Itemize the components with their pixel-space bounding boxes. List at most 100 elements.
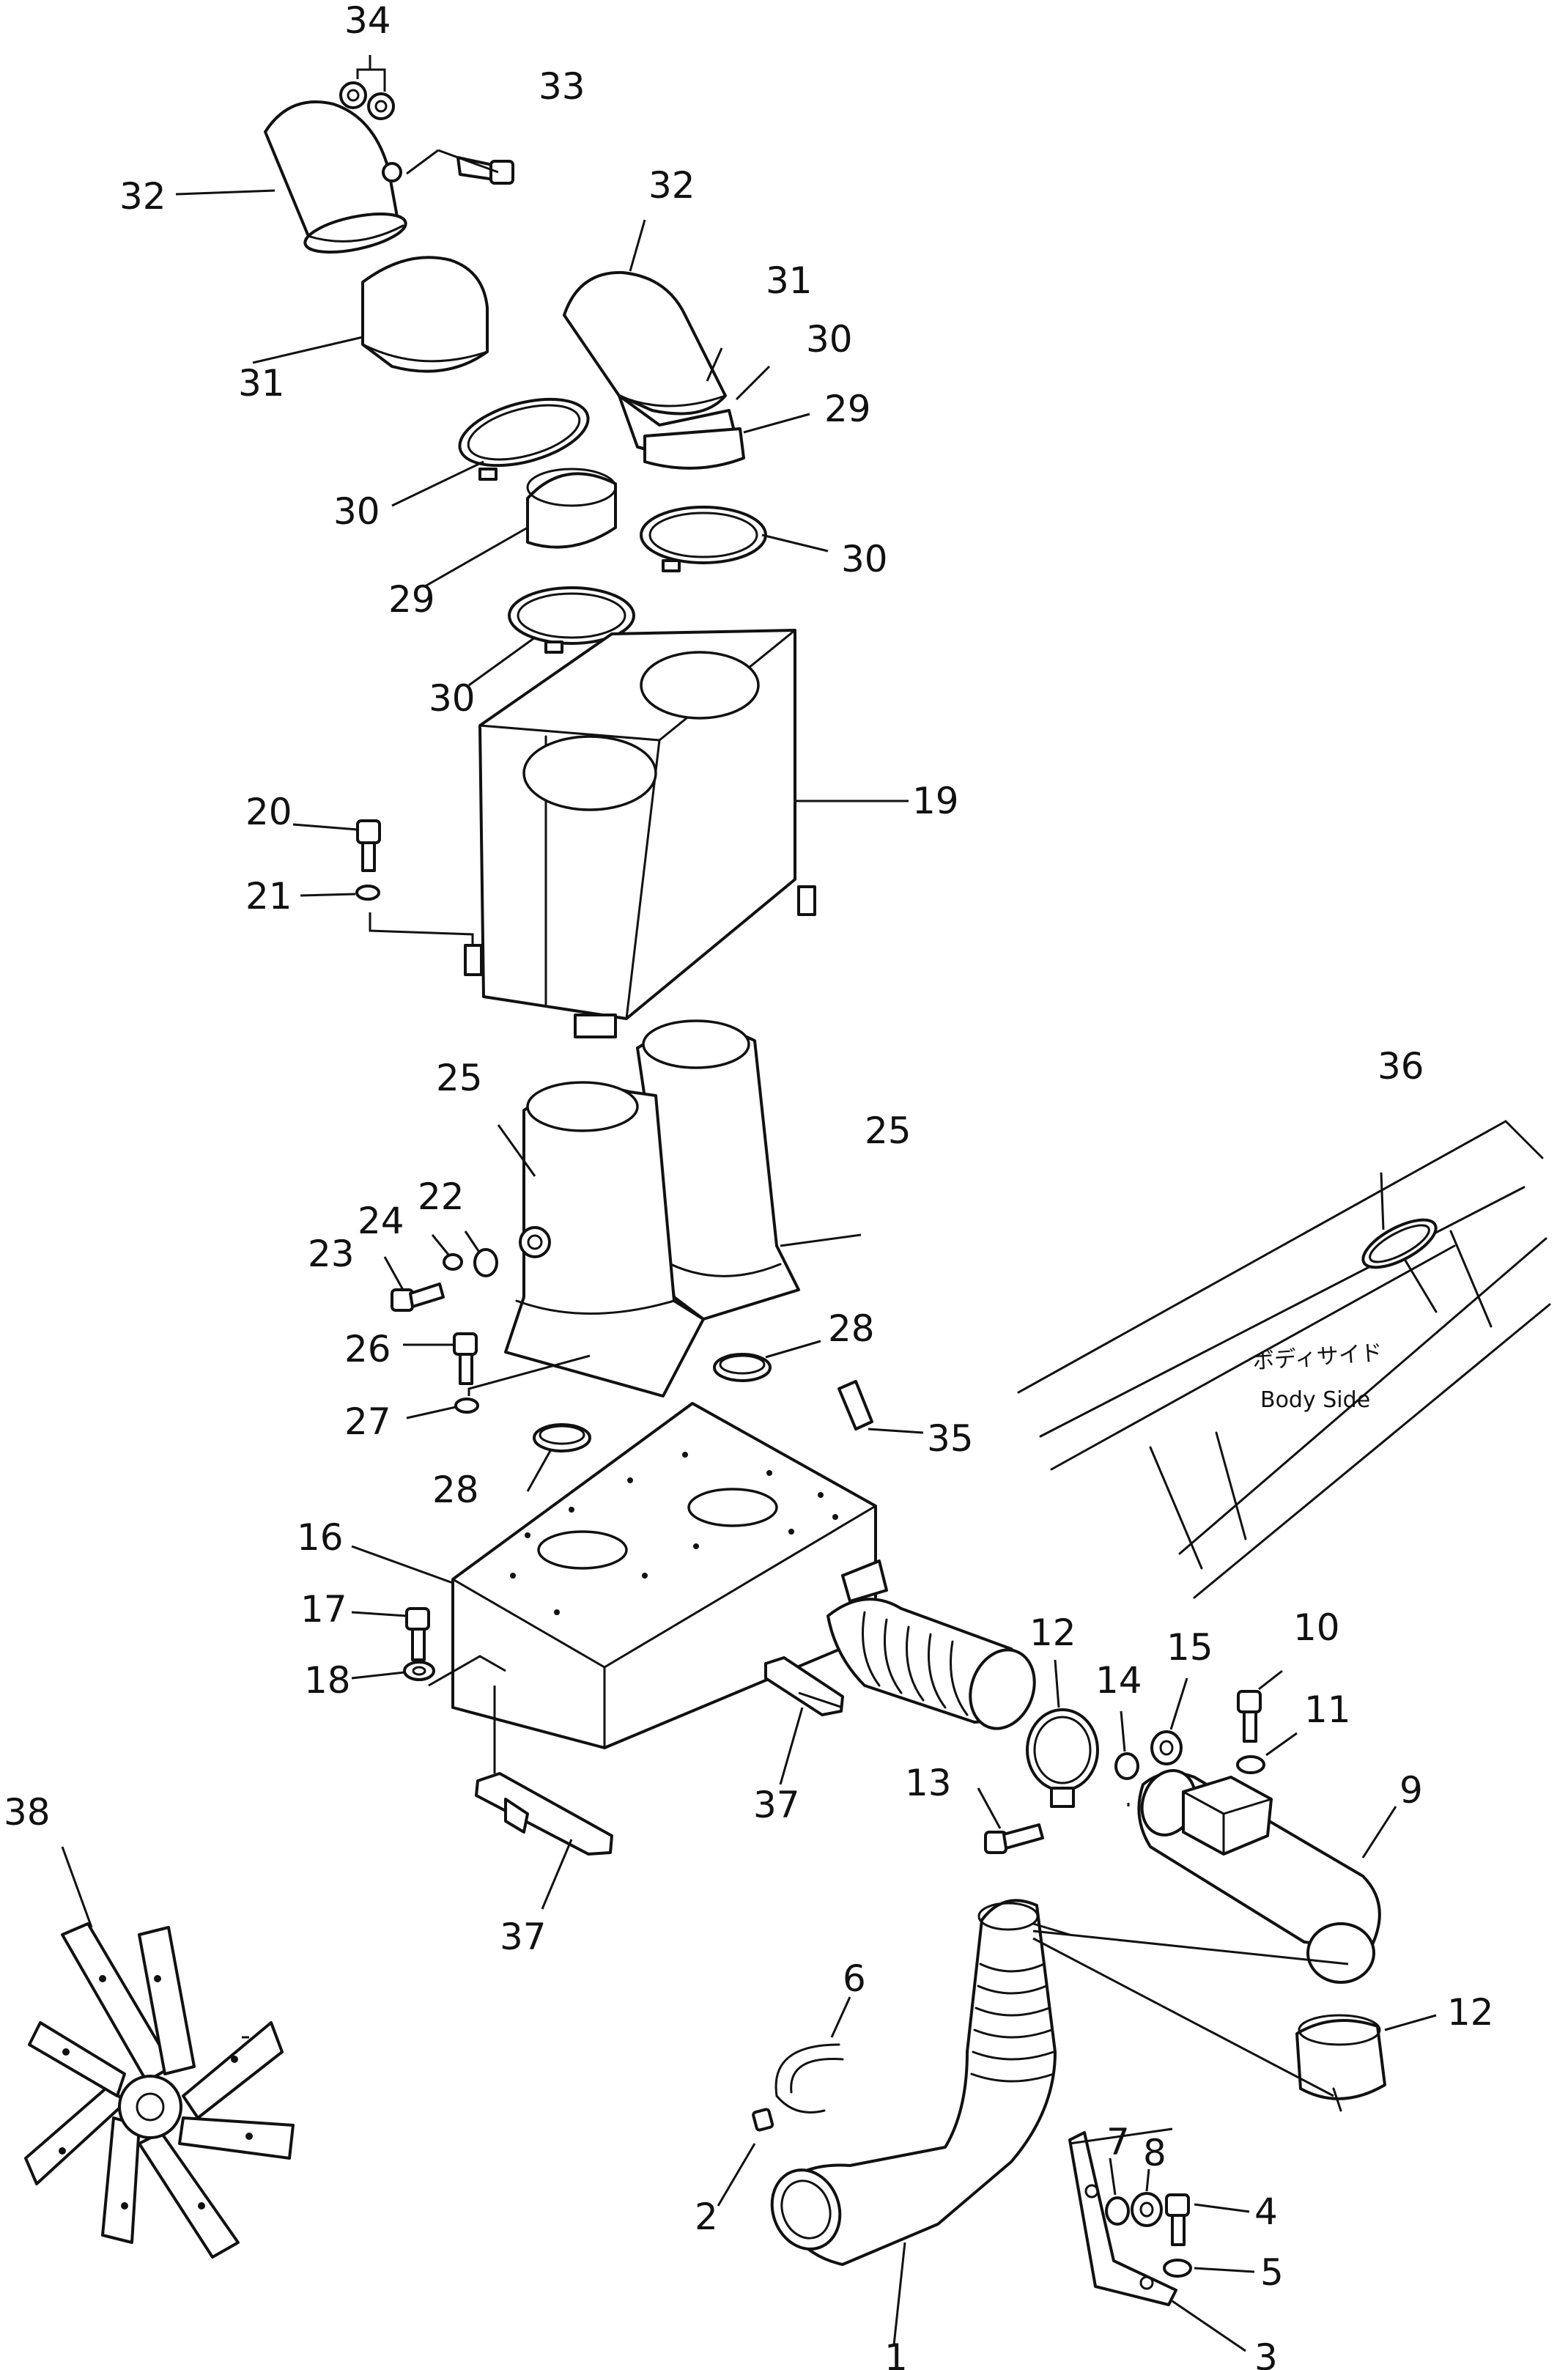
callout-11: 11 xyxy=(1304,1688,1351,1731)
ring-28-left xyxy=(533,1423,591,1452)
callout-3: 3 xyxy=(1254,2336,1278,2370)
body-side-label: ボディサイド Body Side xyxy=(1251,1340,1383,1413)
callout-31-right: 31 xyxy=(766,259,813,302)
callout-30-upper-right: 30 xyxy=(806,318,853,361)
washer-21 xyxy=(355,885,380,901)
callout-4: 4 xyxy=(1254,2190,1278,2233)
cyclone-body-right xyxy=(636,1019,800,1321)
callout-12-upper: 12 xyxy=(1029,1612,1076,1654)
gasket-22 xyxy=(473,1248,498,1277)
callout-29-right: 29 xyxy=(824,388,871,430)
callout-31-left: 31 xyxy=(238,362,285,405)
bracket-37-right xyxy=(764,1656,844,1716)
callout-30-upper-left: 30 xyxy=(333,490,380,533)
callout-37-right: 37 xyxy=(753,1784,800,1826)
callout-19: 19 xyxy=(912,780,959,822)
washer-11 xyxy=(1236,1755,1265,1774)
washer-7 xyxy=(1105,2196,1130,2226)
bolt-10 xyxy=(1237,1690,1262,1743)
callout-30-lower: 30 xyxy=(429,677,476,720)
washer-24 xyxy=(443,1253,463,1271)
washer-14 xyxy=(1114,1752,1139,1780)
band-clamp-12-lower xyxy=(1295,2014,1386,2112)
callout-15: 15 xyxy=(1166,1626,1213,1669)
nut-8 xyxy=(1131,2192,1163,2227)
callout-29-left: 29 xyxy=(388,578,435,621)
callout-12-lower: 12 xyxy=(1447,1991,1494,2034)
callout-22: 22 xyxy=(418,1175,465,1218)
callout-28-right: 28 xyxy=(828,1307,875,1350)
clamp-30-middle-right xyxy=(640,506,767,572)
elbow-pipe-9 xyxy=(1137,1769,1381,1984)
callout-20: 20 xyxy=(245,791,292,833)
callout-25-right: 25 xyxy=(865,1110,911,1152)
callout-25-left: 25 xyxy=(436,1057,483,1099)
clamp-30-lower xyxy=(508,586,635,654)
fan-rivets xyxy=(59,1975,253,2210)
callout-34: 34 xyxy=(344,0,391,42)
washer-27 xyxy=(454,1398,479,1414)
callout-2: 2 xyxy=(695,2196,718,2238)
cyclone-body-left xyxy=(504,1081,705,1398)
callout-6: 6 xyxy=(843,1957,866,2000)
seal-35 xyxy=(837,1380,873,1431)
bolt-23 xyxy=(391,1282,445,1312)
nut-15 xyxy=(1150,1730,1183,1765)
callout-5: 5 xyxy=(1260,2251,1284,2294)
bracket-3 xyxy=(1068,2131,1177,2306)
callout-26: 26 xyxy=(344,1328,391,1370)
callout-1: 1 xyxy=(884,2336,908,2370)
clamp-30-upper-left xyxy=(458,397,590,481)
cooling-fan-38 xyxy=(24,1922,295,2259)
bolt-4 xyxy=(1165,2193,1190,2246)
body-side-frame xyxy=(1017,1120,1551,1599)
callout-32-right: 32 xyxy=(648,164,695,207)
pre-cleaner-cap-right xyxy=(563,270,727,416)
bolt-13 xyxy=(984,1823,1044,1854)
intake-pipe-1 xyxy=(770,1899,1057,2266)
hose-29-right xyxy=(643,427,745,470)
callout-numbers: 1 2 3 4 5 6 7 8 9 10 11 12 12 13 14 15 1… xyxy=(4,0,1494,2370)
callout-27: 27 xyxy=(344,1400,391,1443)
bracket-37-left xyxy=(475,1772,613,1856)
hose-29-left xyxy=(526,468,617,549)
callout-16: 16 xyxy=(297,1516,344,1559)
callout-14: 14 xyxy=(1095,1659,1142,1702)
bolt-17 xyxy=(405,1607,430,1661)
callout-13: 13 xyxy=(905,1762,952,1804)
callout-8: 8 xyxy=(1143,2132,1166,2174)
callout-18: 18 xyxy=(304,1659,351,1702)
callout-21: 21 xyxy=(245,875,292,918)
callout-35: 35 xyxy=(927,1417,974,1460)
callout-30-middle-right: 30 xyxy=(841,538,888,580)
plug-2 xyxy=(752,2108,774,2132)
leader-lines xyxy=(61,55,1437,2352)
flex-duct xyxy=(826,1598,1036,1730)
pre-cleaner-cap-left xyxy=(264,100,407,254)
callout-37-left: 37 xyxy=(500,1916,547,1958)
u-bolt-6 xyxy=(774,2043,844,2114)
callout-23: 23 xyxy=(308,1233,355,1275)
callout-24: 24 xyxy=(358,1200,404,1242)
band-clamp-12-upper xyxy=(1026,1708,1099,1808)
air-cleaner-housing xyxy=(464,629,816,1038)
rivet-holes xyxy=(510,1452,838,1615)
callout-10: 10 xyxy=(1293,1606,1340,1649)
callout-28-left: 28 xyxy=(432,1469,479,1511)
callout-33: 33 xyxy=(539,65,585,108)
washer-5 xyxy=(1163,2259,1192,2278)
body-side-label-japanese: ボディサイド xyxy=(1251,1340,1383,1375)
callout-17: 17 xyxy=(300,1588,347,1631)
callout-38: 38 xyxy=(4,1791,51,1834)
callout-7: 7 xyxy=(1106,2121,1130,2163)
nut-pair xyxy=(339,81,402,182)
ring-28-right xyxy=(713,1353,772,1382)
inner-element-left xyxy=(361,256,489,373)
callout-9: 9 xyxy=(1399,1769,1423,1812)
bolt-26 xyxy=(453,1332,478,1385)
callout-36: 36 xyxy=(1377,1045,1424,1088)
body-side-label-english: Body Side xyxy=(1260,1387,1370,1413)
bolt-33 xyxy=(456,156,514,185)
callout-32-left: 32 xyxy=(119,175,166,218)
